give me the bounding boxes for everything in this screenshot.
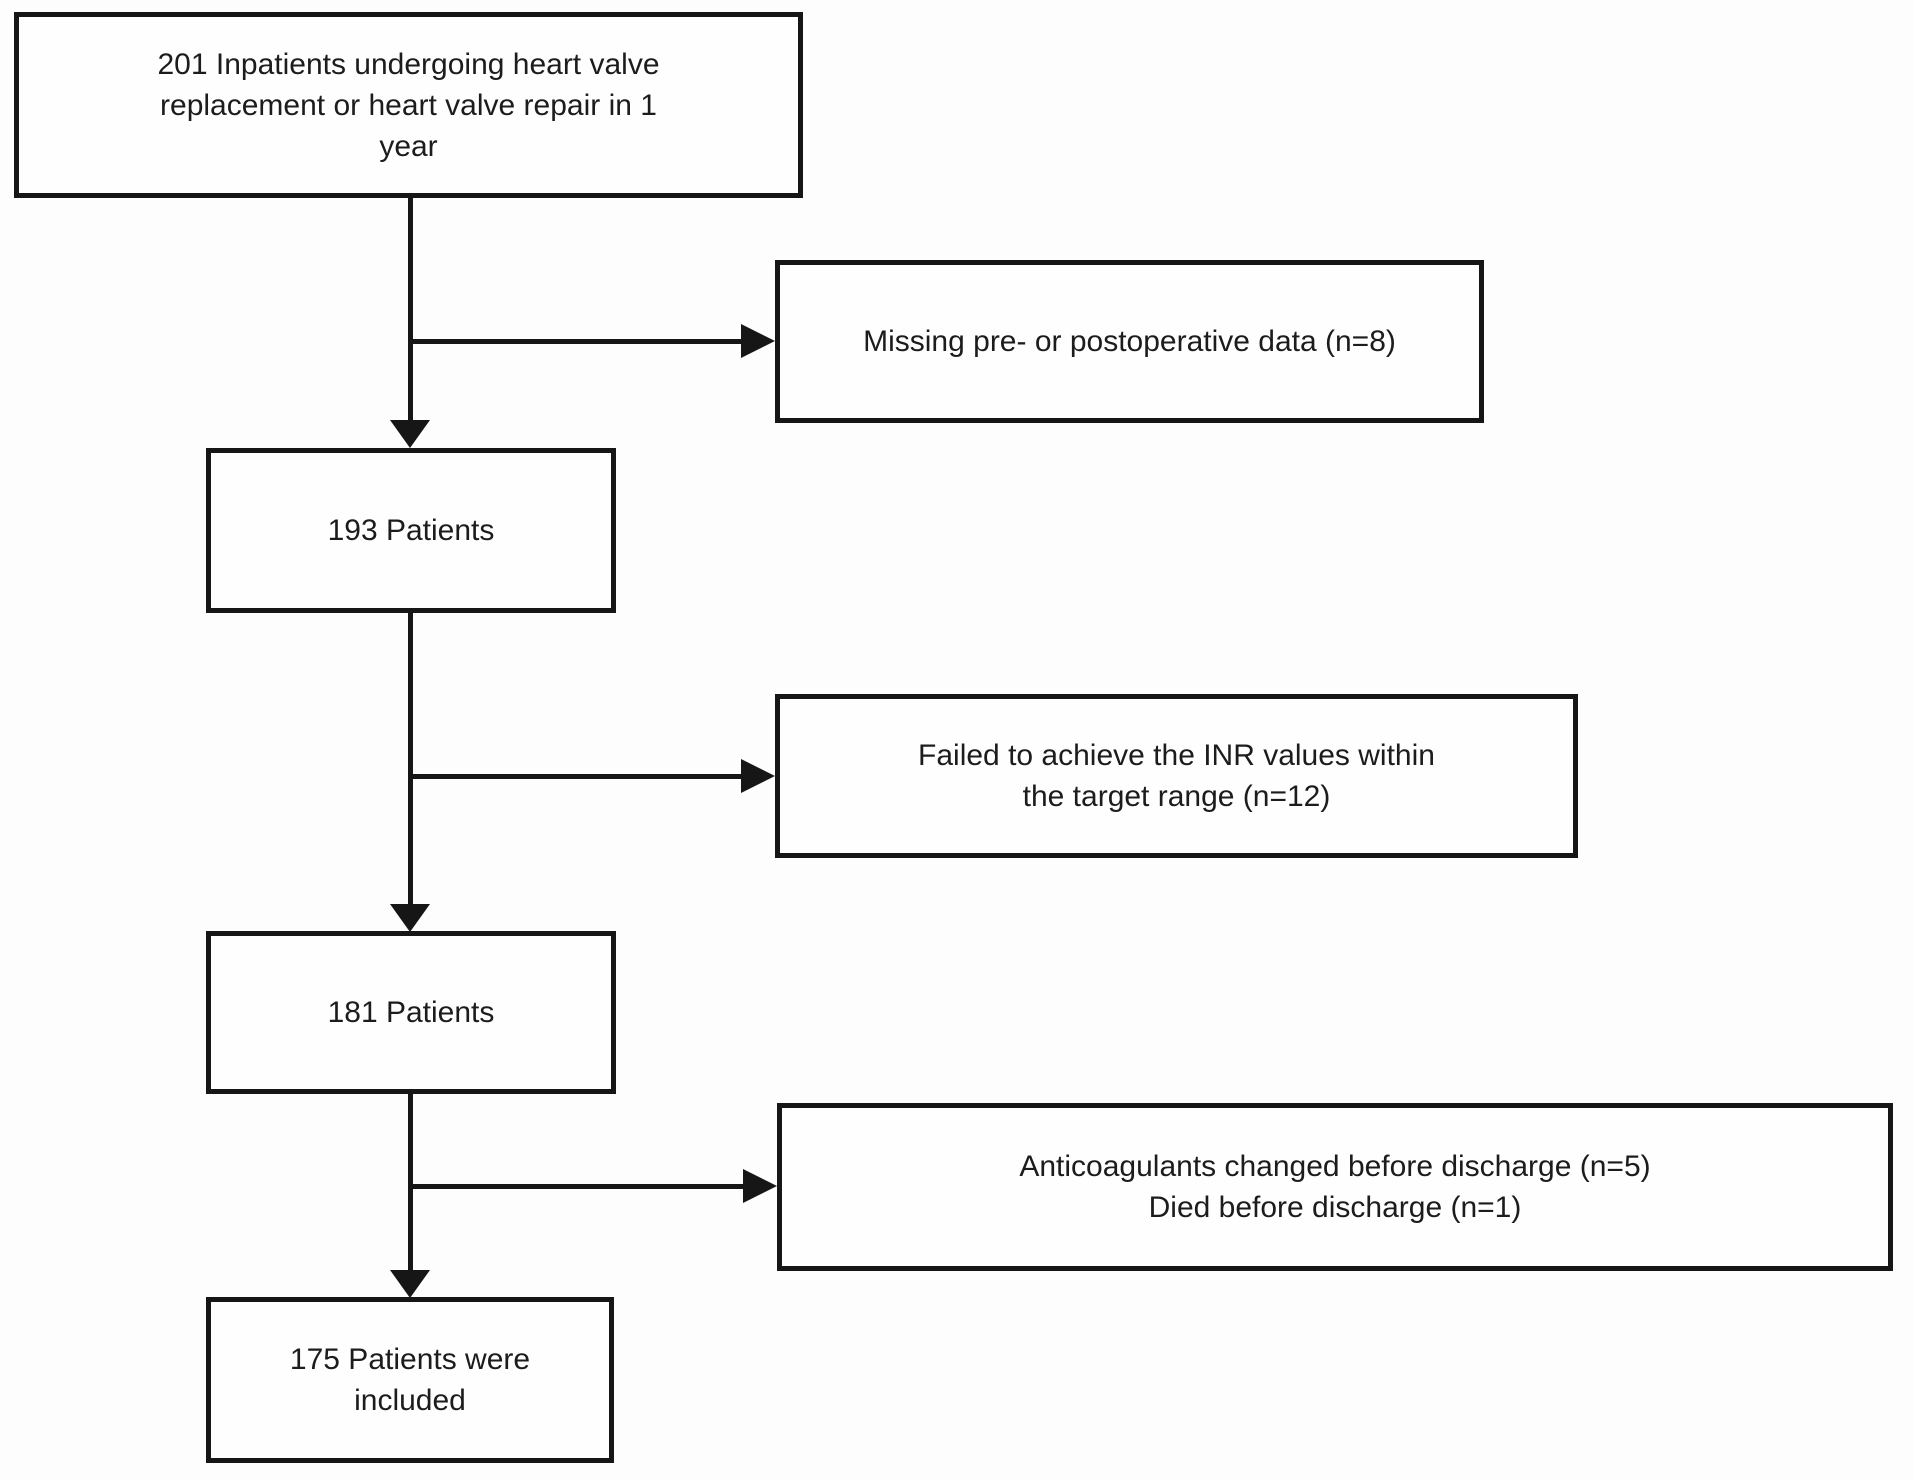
flow-box-enrolled: 201 Inpatients undergoing heart valve re… [14,12,803,198]
exclusion-box-missing-data: Missing pre- or postoperative data (n=8) [775,260,1484,423]
exclusion-box-changed-or-died: Anticoagulants changed before discharge … [777,1103,1893,1271]
exclusion-box-changed-or-died-text: Anticoagulants changed before discharge … [1019,1150,1651,1224]
flow-box-after-exclusion-2: 181 Patients [206,931,616,1094]
connector-horizontal-1 [410,339,741,344]
flow-box-included-text: 175 Patients were included [289,1343,531,1417]
exclusion-box-missing-data-text: Missing pre- or postoperative data (n=8) [863,325,1396,358]
flow-box-after-exclusion-2-text: 181 Patients [327,996,495,1029]
connector-vertical-3 [408,1094,413,1271]
arrowhead-down-2-icon [390,904,430,932]
arrowhead-right-2-icon [741,759,775,793]
connector-vertical-2 [408,613,413,905]
arrowhead-down-3-icon [390,1270,430,1298]
arrowhead-down-1-icon [390,420,430,448]
flow-box-enrolled-text: 201 Inpatients undergoing heart valve re… [157,47,660,163]
flow-box-after-exclusion-1: 193 Patients [206,448,616,613]
connector-horizontal-2 [410,774,741,779]
connector-vertical-1 [408,197,413,421]
connector-horizontal-3 [410,1184,743,1189]
arrowhead-right-3-icon [743,1169,777,1203]
flow-box-included: 175 Patients were included [206,1297,614,1463]
exclusion-box-failed-inr: Failed to achieve the INR values within … [775,694,1578,858]
flow-box-after-exclusion-1-text: 193 Patients [327,514,495,547]
exclusion-box-failed-inr-text: Failed to achieve the INR values within … [918,739,1435,813]
arrowhead-right-1-icon [741,324,775,358]
